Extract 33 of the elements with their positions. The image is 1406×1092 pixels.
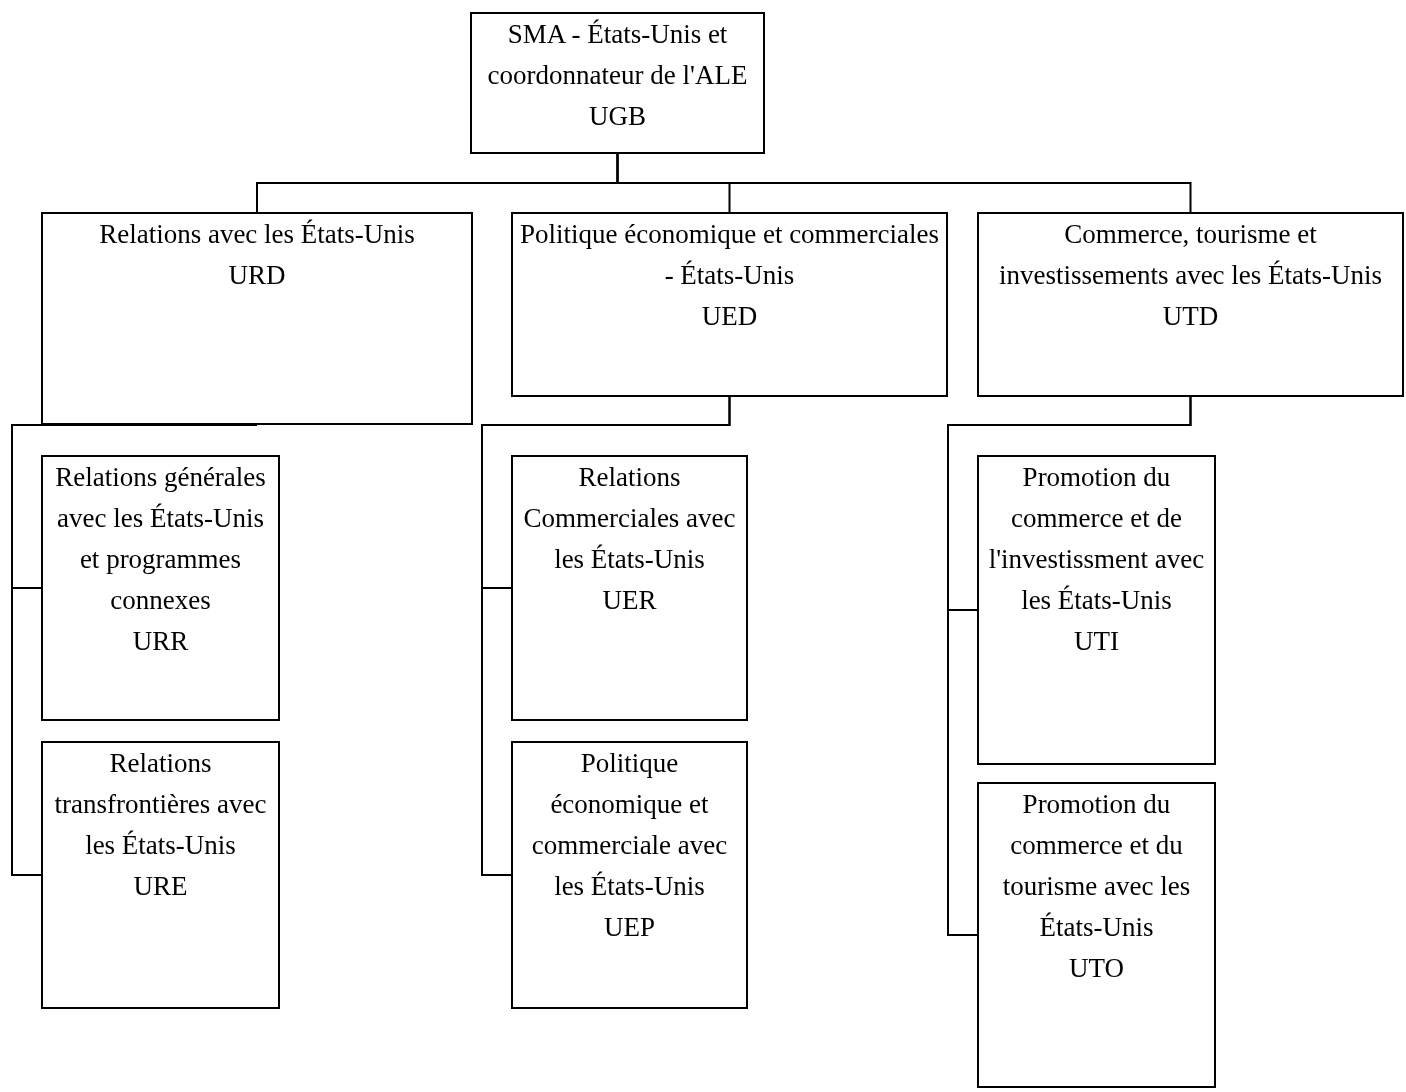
unit-code: UTO: [1068, 952, 1125, 985]
unit-code: URD: [227, 259, 287, 292]
org-unit-box: [41, 455, 280, 721]
org-unit-box: [41, 741, 280, 1009]
unit-name: Promotion du commerce et de l'investissment avec les États-Unis: [987, 461, 1206, 617]
org-unit-box: [977, 455, 1216, 765]
org-unit-box: [511, 741, 748, 1009]
unit-code: UGB: [588, 100, 647, 133]
org-unit-box: [977, 212, 1404, 397]
unit-code: UED: [700, 300, 759, 333]
org-unit-box: [511, 212, 948, 397]
unit-name: Relations transfrontières avec les États-Unis: [53, 747, 268, 862]
unit-code: UTD: [1161, 300, 1220, 333]
unit-name: Relations générales avec les États-Unis et programmes connexes: [54, 461, 267, 617]
unit-name: Relations Commerciales avec les États-Unis: [522, 461, 737, 576]
unit-name: Promotion du commerce et du tourisme avec les États-Unis: [1001, 788, 1192, 944]
connector-line: [481, 396, 731, 876]
unit-name: Politique économique et commerciales - États-Unis: [518, 218, 941, 292]
unit-code: UEP: [603, 911, 656, 944]
unit-name: Politique économique et commerciale avec les États-Unis: [530, 747, 729, 903]
connector-line: [616, 153, 1192, 213]
connector-line: [947, 396, 1192, 936]
org-unit-box: [511, 455, 748, 721]
org-unit-box: [470, 12, 765, 154]
unit-code: URE: [132, 870, 189, 903]
unit-code: UTI: [1073, 625, 1120, 658]
org-unit-box: [41, 212, 473, 425]
unit-name: Relations avec les États-Unis: [98, 218, 416, 251]
org-unit-box: [977, 782, 1216, 1088]
unit-name: SMA - États-Unis et coordonnateur de l'ALE: [486, 18, 749, 92]
unit-code: UER: [601, 584, 658, 617]
unit-code: URR: [131, 625, 190, 658]
unit-name: Commerce, tourisme et investissements avec les États-Unis: [997, 218, 1384, 292]
